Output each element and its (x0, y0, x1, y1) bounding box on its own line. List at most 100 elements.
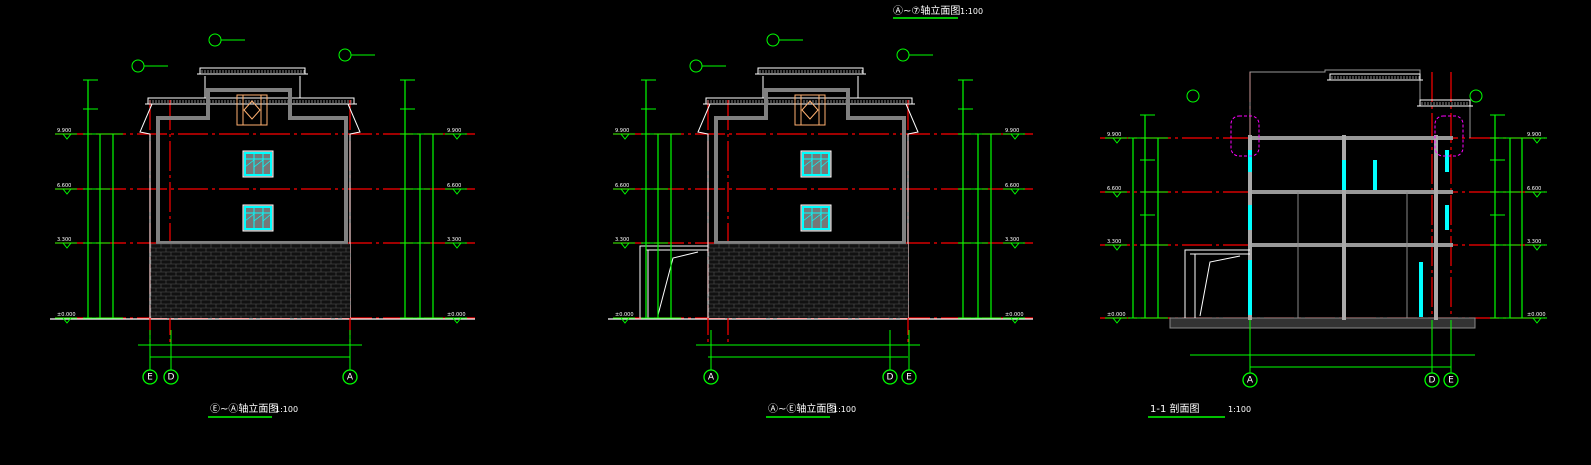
level-label: 9.900 (615, 128, 629, 134)
detail-callout-bubble (338, 48, 352, 62)
ornament-inner (242, 94, 262, 126)
roof-eave (197, 67, 308, 75)
eave-outline (1419, 99, 1471, 107)
level-label: 6.600 (1005, 183, 1019, 189)
window-lattice (253, 213, 264, 222)
detail-callout-bubble (131, 59, 145, 73)
ornament-diamond (243, 100, 261, 120)
top-title: Ⓐ~⑦轴立面图 1:100 (893, 4, 983, 19)
window-lattice (820, 213, 830, 222)
window-glass (244, 152, 272, 176)
window-frame (242, 150, 274, 178)
grid-axis-bubble (1424, 372, 1440, 388)
level-marker-triangle (1010, 242, 1020, 249)
detail-callout-bubble (208, 33, 222, 47)
grid-axis-label: D (887, 373, 894, 383)
grid-axis-bubble (142, 369, 158, 385)
grid-axis-bubble (703, 369, 719, 385)
window-lattice (820, 159, 830, 168)
level-marker-triangle (62, 188, 72, 195)
top-title-label: Ⓐ~⑦轴立面图 (893, 4, 960, 17)
window (242, 150, 274, 178)
detail-callout-bubble (896, 48, 910, 62)
window (800, 150, 832, 178)
level-marker-triangle (1112, 244, 1122, 251)
level-label: 3.300 (447, 237, 461, 243)
window-glass (244, 206, 272, 230)
level-marker-triangle (620, 242, 630, 249)
wall-section (1434, 135, 1438, 320)
carport-outline (1184, 249, 1250, 318)
window-section (1445, 150, 1449, 172)
level-marker-triangle (452, 317, 462, 324)
window-section (1248, 205, 1252, 230)
level-marker-triangle (62, 317, 72, 324)
level-marker-triangle (62, 242, 72, 249)
ornament-inner (800, 94, 820, 126)
level-label: 9.900 (1005, 128, 1019, 134)
level-marker-triangle (1532, 137, 1542, 144)
window-lattice (262, 159, 272, 168)
decorative-wall-frame (156, 88, 348, 245)
floor-slab (1248, 190, 1453, 194)
level-label: 6.600 (615, 183, 629, 189)
window-lattice (244, 159, 255, 168)
level-marker-triangle (1010, 133, 1020, 140)
window-section (1248, 260, 1252, 315)
decorative-wall-frame (714, 88, 906, 245)
roof-eave (1417, 99, 1473, 107)
level-label: 3.300 (1527, 239, 1541, 245)
window-lattice (244, 213, 255, 222)
window-section (1419, 262, 1423, 317)
brick-fill (151, 244, 350, 318)
grid-axis-label: E (906, 373, 912, 383)
level-label: ±0.000 (447, 312, 466, 318)
window-section (1342, 160, 1346, 190)
window-lattice (253, 159, 264, 168)
drawing-title: Ⓔ~Ⓐ轴立面图 (210, 402, 278, 415)
grid-axis-bubble (342, 369, 358, 385)
wall-outline (139, 103, 361, 318)
level-label: ±0.000 (57, 312, 76, 318)
window-glass (802, 206, 830, 230)
window-section (1373, 160, 1377, 190)
eave-outline (147, 97, 355, 105)
grid-axis-label: A (1247, 376, 1254, 386)
window (242, 204, 274, 232)
level-label: 6.600 (57, 183, 71, 189)
window-section (1248, 150, 1252, 172)
drawing-title: 1-1 剖面图 (1150, 402, 1200, 415)
grid-axis-label: D (168, 373, 175, 383)
floor-slab (1248, 243, 1453, 247)
detail-callout-region (1230, 115, 1260, 157)
ornament-window (794, 94, 826, 126)
grid-axis-bubble (1443, 372, 1459, 388)
roof-eave (755, 67, 866, 75)
level-marker-triangle (1112, 137, 1122, 144)
drawing-scale: 1:100 (275, 405, 298, 414)
detail-callout-bubble (766, 33, 780, 47)
brick-pattern (150, 243, 350, 318)
level-label: 9.900 (1107, 132, 1121, 138)
grid-axis-label: A (347, 373, 354, 383)
level-marker-triangle (1532, 317, 1542, 324)
level-label: 9.900 (57, 128, 71, 134)
window-lattice (802, 159, 813, 168)
level-label: 9.900 (1527, 132, 1541, 138)
wall-section (1342, 135, 1346, 320)
grid-axis-label: E (1448, 376, 1454, 386)
level-label: 3.300 (1005, 237, 1019, 243)
detail-callout-bubble (1469, 89, 1483, 103)
level-marker-triangle (620, 133, 630, 140)
level-marker-triangle (620, 317, 630, 324)
ornament-frame (794, 94, 826, 126)
carport (639, 245, 708, 318)
brick-pattern (708, 243, 908, 318)
drawing-title: Ⓐ~Ⓔ轴立面图 (768, 402, 836, 415)
grid-axis-label: E (147, 373, 153, 383)
detail-callout-region (1434, 115, 1464, 157)
level-marker-triangle (452, 242, 462, 249)
